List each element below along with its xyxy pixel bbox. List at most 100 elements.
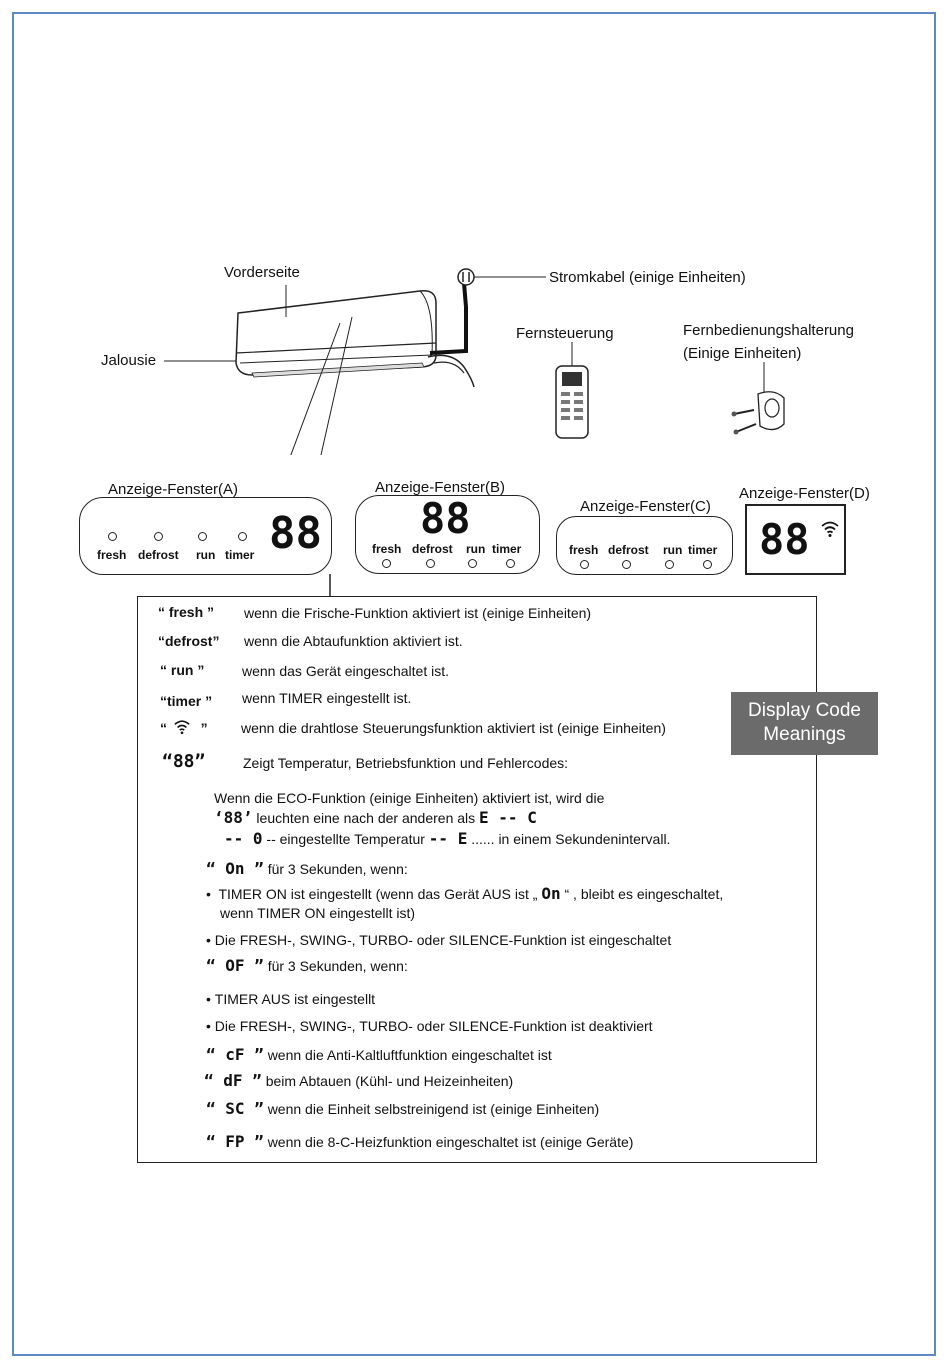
wifi-description: wenn die drahtlose Steuerungsfunktion ak… — [241, 720, 666, 736]
panel-d: 88 — [745, 504, 846, 575]
page-border — [12, 12, 936, 1356]
fresh-indicator: fresh — [372, 542, 402, 556]
fp-row: “ FP ” wenn die 8-C-Heizfunktion eingesc… — [206, 1132, 633, 1151]
fresh-indicator: fresh — [569, 543, 599, 557]
wifi-icon — [174, 720, 190, 735]
display-code-meanings-badge: Display Code Meanings — [731, 692, 878, 755]
eco-line3-tail: ...... in einem Sekundenintervall. — [471, 831, 671, 847]
of-bullet-1-text: TIMER AUS ist eingestellt — [214, 991, 376, 1007]
timer-indicator: timer — [492, 542, 522, 556]
cf-row: “ cF ” wenn die Anti-Kaltluftfunktion ei… — [206, 1045, 552, 1064]
run-indicator: run — [663, 543, 683, 557]
eco-line2-text: leuchten eine nach der anderen als — [256, 810, 476, 826]
sc-code: “ SC ” — [206, 1099, 264, 1118]
defrost-indicator: defrost — [608, 543, 649, 557]
cf-description: wenn die Anti-Kaltluftfunktion eingescha… — [267, 1047, 552, 1063]
timer-led — [703, 560, 712, 569]
on-description: für 3 Sekunden, wenn: — [267, 861, 408, 877]
eco-sequence-e: -- E — [428, 829, 468, 848]
panel-d-title: Anzeige-Fenster(D) — [739, 485, 870, 502]
defrost-led — [154, 532, 163, 541]
run-led — [468, 559, 477, 568]
holder-label-line2: (Einige Einheiten) — [683, 345, 802, 362]
df-row: “ dF ” beim Abtauen (Kühl- und Heizeinhe… — [204, 1071, 513, 1090]
on-code: “ On ” — [206, 859, 264, 878]
remote-control-icon — [555, 342, 589, 439]
run-led — [198, 532, 207, 541]
on-bullet-1: • TIMER ON ist eingestellt (wenn das Ger… — [206, 884, 723, 903]
on-bullet-1a: TIMER ON ist eingestellt (wenn das Gerät… — [218, 886, 538, 902]
eco-sequence-0: -- 0 — [224, 829, 263, 848]
on-bullet-2: • Die FRESH-, SWING-, TURBO- oder SILENC… — [206, 932, 671, 948]
cf-code: “ cF ” — [206, 1045, 264, 1064]
of-row: “ OF ” für 3 Sekunden, wenn: — [206, 956, 408, 975]
panel-b-digits: 88 — [420, 494, 471, 543]
remote-label: Fernsteuerung — [516, 325, 614, 342]
fresh-code: “ fresh ” — [158, 604, 215, 620]
defrost-description: wenn die Abtaufunktion aktiviert ist. — [244, 633, 463, 649]
fp-description: wenn die 8-C-Heizfunktion eingeschaltet … — [267, 1134, 634, 1150]
of-bullet-1: • TIMER AUS ist eingestellt — [206, 991, 375, 1007]
wifi-code: “ ” — [160, 720, 208, 736]
bullet-dot: • — [206, 932, 215, 948]
panel-c: fresh defrost run timer — [556, 516, 733, 575]
fresh-led — [580, 560, 589, 569]
fresh-led — [382, 559, 391, 568]
louver-label: Jalousie — [101, 352, 157, 369]
badge-line2: Meanings — [763, 724, 846, 745]
timer-led — [506, 559, 515, 568]
bullet-dot: • — [206, 1018, 215, 1034]
eight-code: “88” — [162, 751, 206, 772]
wifi-icon — [821, 521, 839, 537]
on-bullet-2-text: Die FRESH-, SWING-, TURBO- oder SILENCE-… — [214, 932, 672, 948]
fresh-description: wenn die Frische-Funktion aktiviert ist … — [244, 605, 592, 621]
cable-label: Stromkabel (einige Einheiten) — [549, 269, 746, 286]
front-label: Vorderseite — [224, 264, 300, 281]
eco-line2: ‘88’ leuchten eine nach der anderen als … — [214, 808, 537, 827]
badge-line1: Display Code — [748, 700, 861, 721]
run-description: wenn das Gerät eingeschaltet ist. — [242, 663, 450, 679]
run-indicator: run — [196, 548, 216, 562]
eco-line1: Wenn die ECO-Funktion (einige Einheiten)… — [214, 790, 605, 806]
indoor-unit-diagram — [164, 276, 546, 455]
fresh-indicator: fresh — [97, 548, 127, 562]
timer-code: “timer ” — [160, 693, 213, 709]
timer-indicator: timer — [225, 548, 255, 562]
timer-led — [238, 532, 247, 541]
panel-b: 88 fresh defrost run timer — [355, 495, 540, 574]
run-indicator: run — [466, 542, 486, 556]
df-code: “ dF ” — [204, 1071, 262, 1090]
remote-holder-icon — [731, 362, 785, 435]
eco-line3-text: -- eingestellte Temperatur — [266, 831, 425, 847]
df-description: beim Abtauen (Kühl- und Heizeinheiten) — [265, 1073, 514, 1089]
defrost-led — [622, 560, 631, 569]
panel-a-digits: 88 — [269, 508, 322, 559]
panel-d-digits: 88 — [759, 515, 810, 564]
run-code: “ run ” — [160, 662, 205, 678]
of-description: für 3 Sekunden, wenn: — [267, 958, 408, 974]
run-led — [665, 560, 674, 569]
on-bullet-1-sym: On — [541, 884, 561, 903]
timer-description: wenn TIMER eingestellt ist. — [242, 690, 412, 706]
display-code-legend: “ fresh ” wenn die Frische-Funktion akti… — [137, 596, 817, 1163]
legend-connector — [329, 574, 331, 596]
of-bullet-2-text: Die FRESH-, SWING-, TURBO- oder SILENCE-… — [214, 1018, 653, 1034]
on-bullet-1c: wenn TIMER ON eingestellt ist) — [220, 905, 416, 921]
defrost-indicator: defrost — [412, 542, 453, 556]
panel-b-title: Anzeige-Fenster(B) — [375, 479, 506, 496]
holder-label-line1: Fernbedienungshalterung — [683, 322, 854, 339]
panel-c-title: Anzeige-Fenster(C) — [580, 498, 711, 515]
defrost-indicator: defrost — [138, 548, 179, 562]
on-bullet-1b: “ , bleibt es eingeschaltet, — [564, 886, 724, 902]
defrost-code: “defrost” — [158, 633, 220, 649]
panel-a: fresh defrost run timer 88 — [79, 497, 332, 575]
eight-description: Zeigt Temperatur, Betriebsfunktion und F… — [243, 755, 569, 771]
of-bullet-2: • Die FRESH-, SWING-, TURBO- oder SILENC… — [206, 1018, 653, 1034]
eco-code: ‘88’ — [214, 808, 253, 827]
sc-row: “ SC ” wenn die Einheit selbstreinigend … — [206, 1099, 599, 1118]
fp-code: “ FP ” — [206, 1132, 264, 1151]
sc-description: wenn die Einheit selbstreinigend ist (ei… — [267, 1101, 600, 1117]
on-row: “ On ” für 3 Sekunden, wenn: — [206, 859, 408, 878]
panel-a-title: Anzeige-Fenster(A) — [108, 481, 239, 498]
bullet-dot: • — [206, 991, 215, 1007]
